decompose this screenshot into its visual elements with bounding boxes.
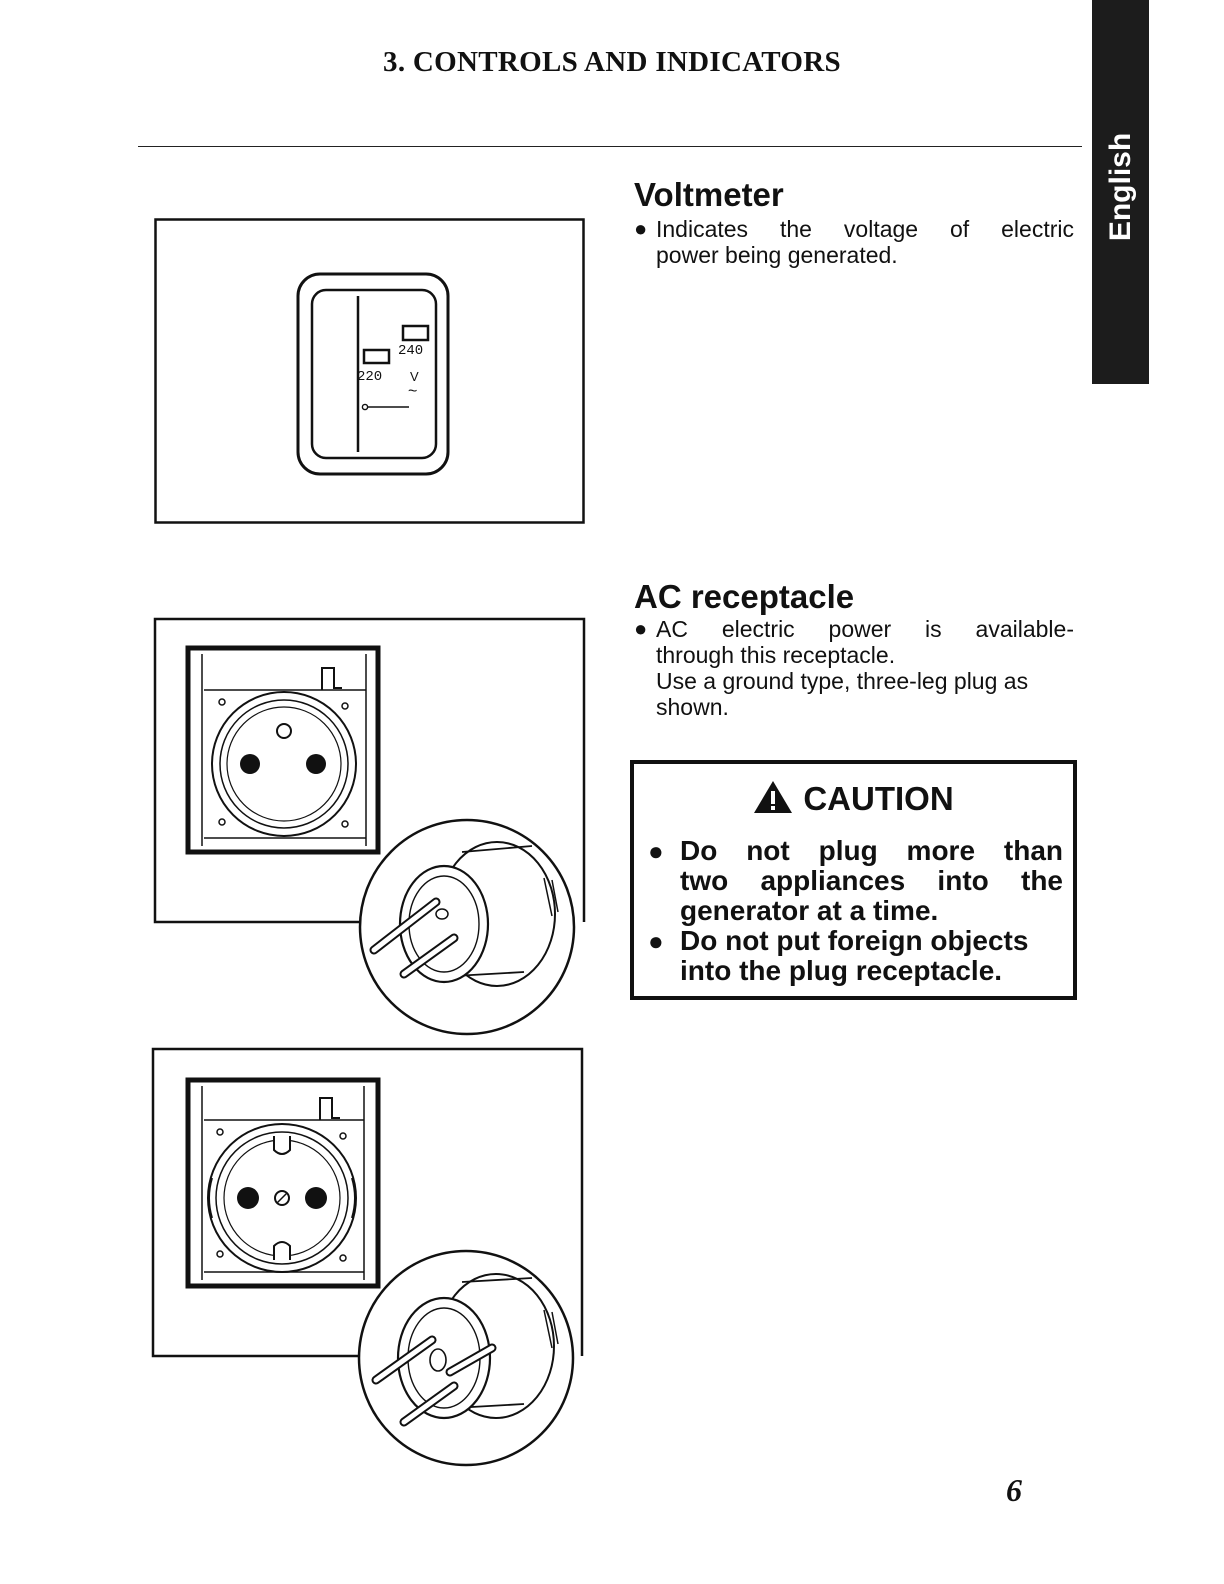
caution-heading: CAUTION: [803, 780, 954, 817]
page-number: 6: [1006, 1472, 1022, 1508]
voltmeter-bullet-line2: power being generated.: [656, 242, 898, 268]
voltmeter-description: ● Indicates the voltage of electric powe…: [634, 216, 1074, 268]
voltmeter-label-240: 240: [398, 343, 423, 359]
french-receptacle-figure: [153, 617, 586, 1036]
ac-receptacle-description: ● AC electric power is available- throug…: [634, 616, 1074, 720]
bullet-icon: ●: [634, 216, 648, 241]
ac-receptacle-note-line2: shown.: [656, 694, 729, 720]
caution-box: CAUTION ● Do not plug more than two appl…: [630, 760, 1077, 1000]
warning-triangle-icon: [754, 781, 793, 813]
language-tab: English: [1092, 0, 1149, 384]
voltmeter-label-v: V: [410, 369, 419, 384]
ac-receptacle-heading: AC receptacle: [634, 578, 855, 615]
caution-item2-line2: into the plug receptacle.: [680, 955, 1003, 986]
voltmeter-bullet-line1: Indicates the voltage of electric: [656, 216, 1074, 242]
schuko-receptacle-figure: [151, 1047, 584, 1467]
bullet-icon: ●: [648, 926, 664, 956]
voltmeter-heading: Voltmeter: [634, 176, 784, 213]
ac-receptacle-bullet-line2: through this receptacle.: [656, 642, 896, 668]
bullet-icon: ●: [648, 836, 664, 866]
caution-list: ● Do not plug more than two appliances i…: [648, 836, 1063, 986]
voltmeter-figure: 240 220 V ~: [154, 218, 585, 524]
language-tab-label: English: [1103, 132, 1137, 242]
caution-item: ● Do not plug more than two appliances i…: [648, 836, 1063, 926]
caution-heading-row: CAUTION: [634, 780, 1073, 818]
caution-item1-line1: Do not plug more than: [680, 835, 1063, 866]
ac-receptacle-bullet-line1: AC electric power is available-: [656, 616, 1074, 642]
caution-item: ● Do not put foreign objects into the pl…: [648, 926, 1063, 986]
voltmeter-label-ac: ~: [408, 383, 417, 400]
header-divider: [138, 146, 1082, 147]
caution-item2-line1: Do not put foreign objects: [680, 925, 1029, 956]
caution-item1-line3: generator at a time.: [680, 895, 939, 926]
section-title: 3. CONTROLS AND INDICATORS: [383, 46, 841, 78]
voltmeter-label-220: 220: [357, 369, 382, 385]
bullet-icon: ●: [634, 616, 648, 641]
ac-receptacle-note-line1: Use a ground type, three-leg plug as: [656, 668, 1029, 694]
caution-item1-line2: two appliances into the: [680, 865, 1063, 896]
